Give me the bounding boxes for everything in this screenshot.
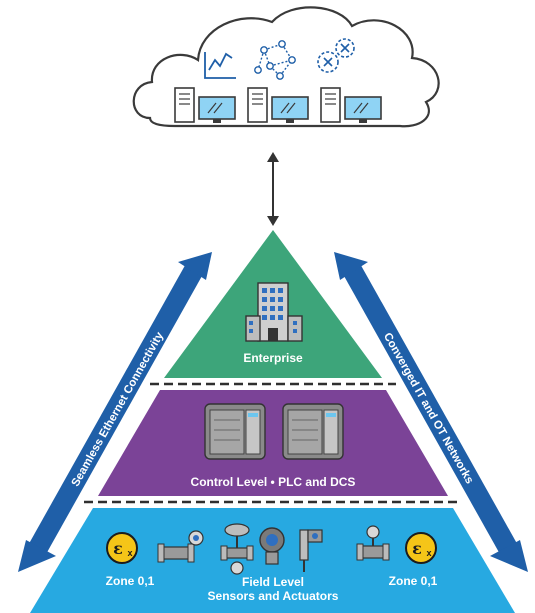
pressure-transmitter-icon bbox=[259, 527, 285, 565]
workstation-3 bbox=[320, 87, 382, 123]
ex-zone-icon-right: ε x bbox=[405, 532, 437, 564]
cloud-link-arrow bbox=[267, 152, 279, 226]
zone-right-label: Zone 0,1 bbox=[389, 574, 438, 588]
field-level-label: Field Level bbox=[242, 575, 304, 589]
workstation-2 bbox=[247, 87, 309, 123]
field-sensors-label: Sensors and Actuators bbox=[208, 589, 339, 603]
plc-device-1 bbox=[204, 403, 266, 460]
network-graph-icon bbox=[254, 40, 296, 80]
level-transmitter-icon bbox=[299, 529, 323, 572]
flow-meter-icon bbox=[157, 530, 204, 563]
workstation-1 bbox=[174, 87, 236, 123]
svg-text:x: x bbox=[127, 548, 132, 558]
svg-text:ε: ε bbox=[113, 539, 123, 558]
zone-left-label: Zone 0,1 bbox=[106, 574, 155, 588]
control-valve-icon bbox=[220, 523, 254, 575]
control-tier bbox=[98, 390, 448, 496]
control-label: Control Level • PLC and DCS bbox=[191, 475, 356, 489]
ex-zone-icon-left: ε x bbox=[106, 532, 138, 564]
svg-text:x: x bbox=[426, 548, 431, 558]
svg-text:ε: ε bbox=[412, 539, 422, 558]
magnetic-flowmeter-icon bbox=[356, 525, 390, 561]
line-chart-icon bbox=[204, 52, 236, 79]
building-icon bbox=[245, 282, 303, 342]
gears-icon bbox=[317, 38, 355, 73]
cloud bbox=[132, 6, 440, 128]
plc-device-2 bbox=[282, 403, 344, 460]
enterprise-label: Enterprise bbox=[243, 351, 303, 365]
